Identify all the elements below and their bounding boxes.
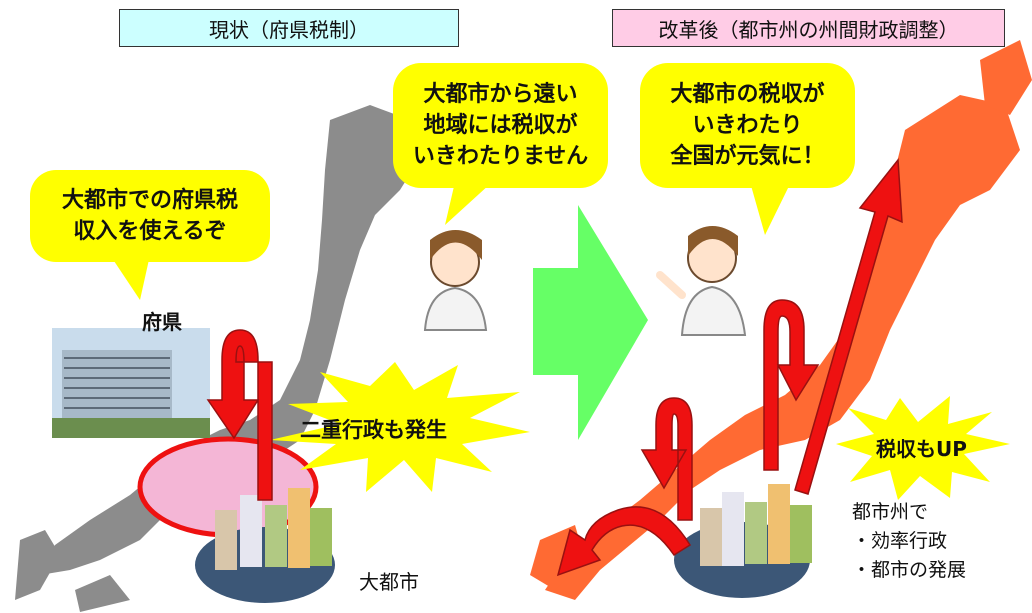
city-state-note-2: ・効率行政 [852,530,948,552]
city-state-notes: 都市州で ・効率行政 ・都市の発展 [852,498,966,585]
speech-right-text: 大都市の税収が いきわたり 全国が元気に！ [640,79,855,172]
prefecture-building-image [52,328,210,438]
red-arrow-left-loop-2 [640,397,693,521]
speech-bubble-left [30,170,270,300]
transition-arrow [533,205,648,440]
speech-right-line-3: 全国が元気に！ [670,144,825,169]
city-state-note-1: 都市州で [852,501,929,523]
left-header-text: 現状（府県税制） [209,17,369,42]
woman-presenting-figure [656,226,747,336]
left-header: 現状（府県税制） [119,9,459,47]
japan-map-gray [15,105,425,612]
speech-left-line-1: 大都市での府県税 [61,188,238,213]
speech-right-line-2: いきわたり [692,113,803,138]
right-header: 改革後（都市州の州間財政調整） [612,9,1005,47]
city-state-note-3: ・都市の発展 [852,559,967,581]
woman-worried-figure [423,230,488,331]
starburst-tax-up [836,396,1010,500]
tax-up-label: 税収もUP [876,437,967,461]
speech-middle-line-2: 地域には税収が [423,113,578,138]
speech-left-text: 大都市での府県税 収入を使えるぞ [30,185,270,247]
speech-middle-text: 大都市から遠い 地域には税収が いきわたりません [393,79,608,172]
starburst-dual-admin [270,362,530,492]
speech-left-line-2: 収入を使えるぞ [73,219,227,244]
red-arrow-west [556,506,692,577]
big-city-label: 大都市 [359,570,419,594]
speech-middle-line-3: いきわたりません [412,144,589,169]
dual-admin-label: 二重行政も発生 [300,418,447,442]
red-arrow-right-north [794,158,903,495]
big-city-left-image [195,488,335,603]
red-arrow-left-loop [206,329,273,501]
speech-bubble-middle [393,63,608,225]
speech-right-line-1: 大都市の税収が [670,82,825,107]
big-city-right-image [674,484,812,598]
red-arrow-right-loop [763,299,820,471]
prefecture-label: 府県 [142,310,182,334]
right-header-text: 改革後（都市州の州間財政調整） [658,17,959,42]
speech-bubble-right [640,63,855,235]
speech-middle-line-1: 大都市から遠い [423,82,578,107]
